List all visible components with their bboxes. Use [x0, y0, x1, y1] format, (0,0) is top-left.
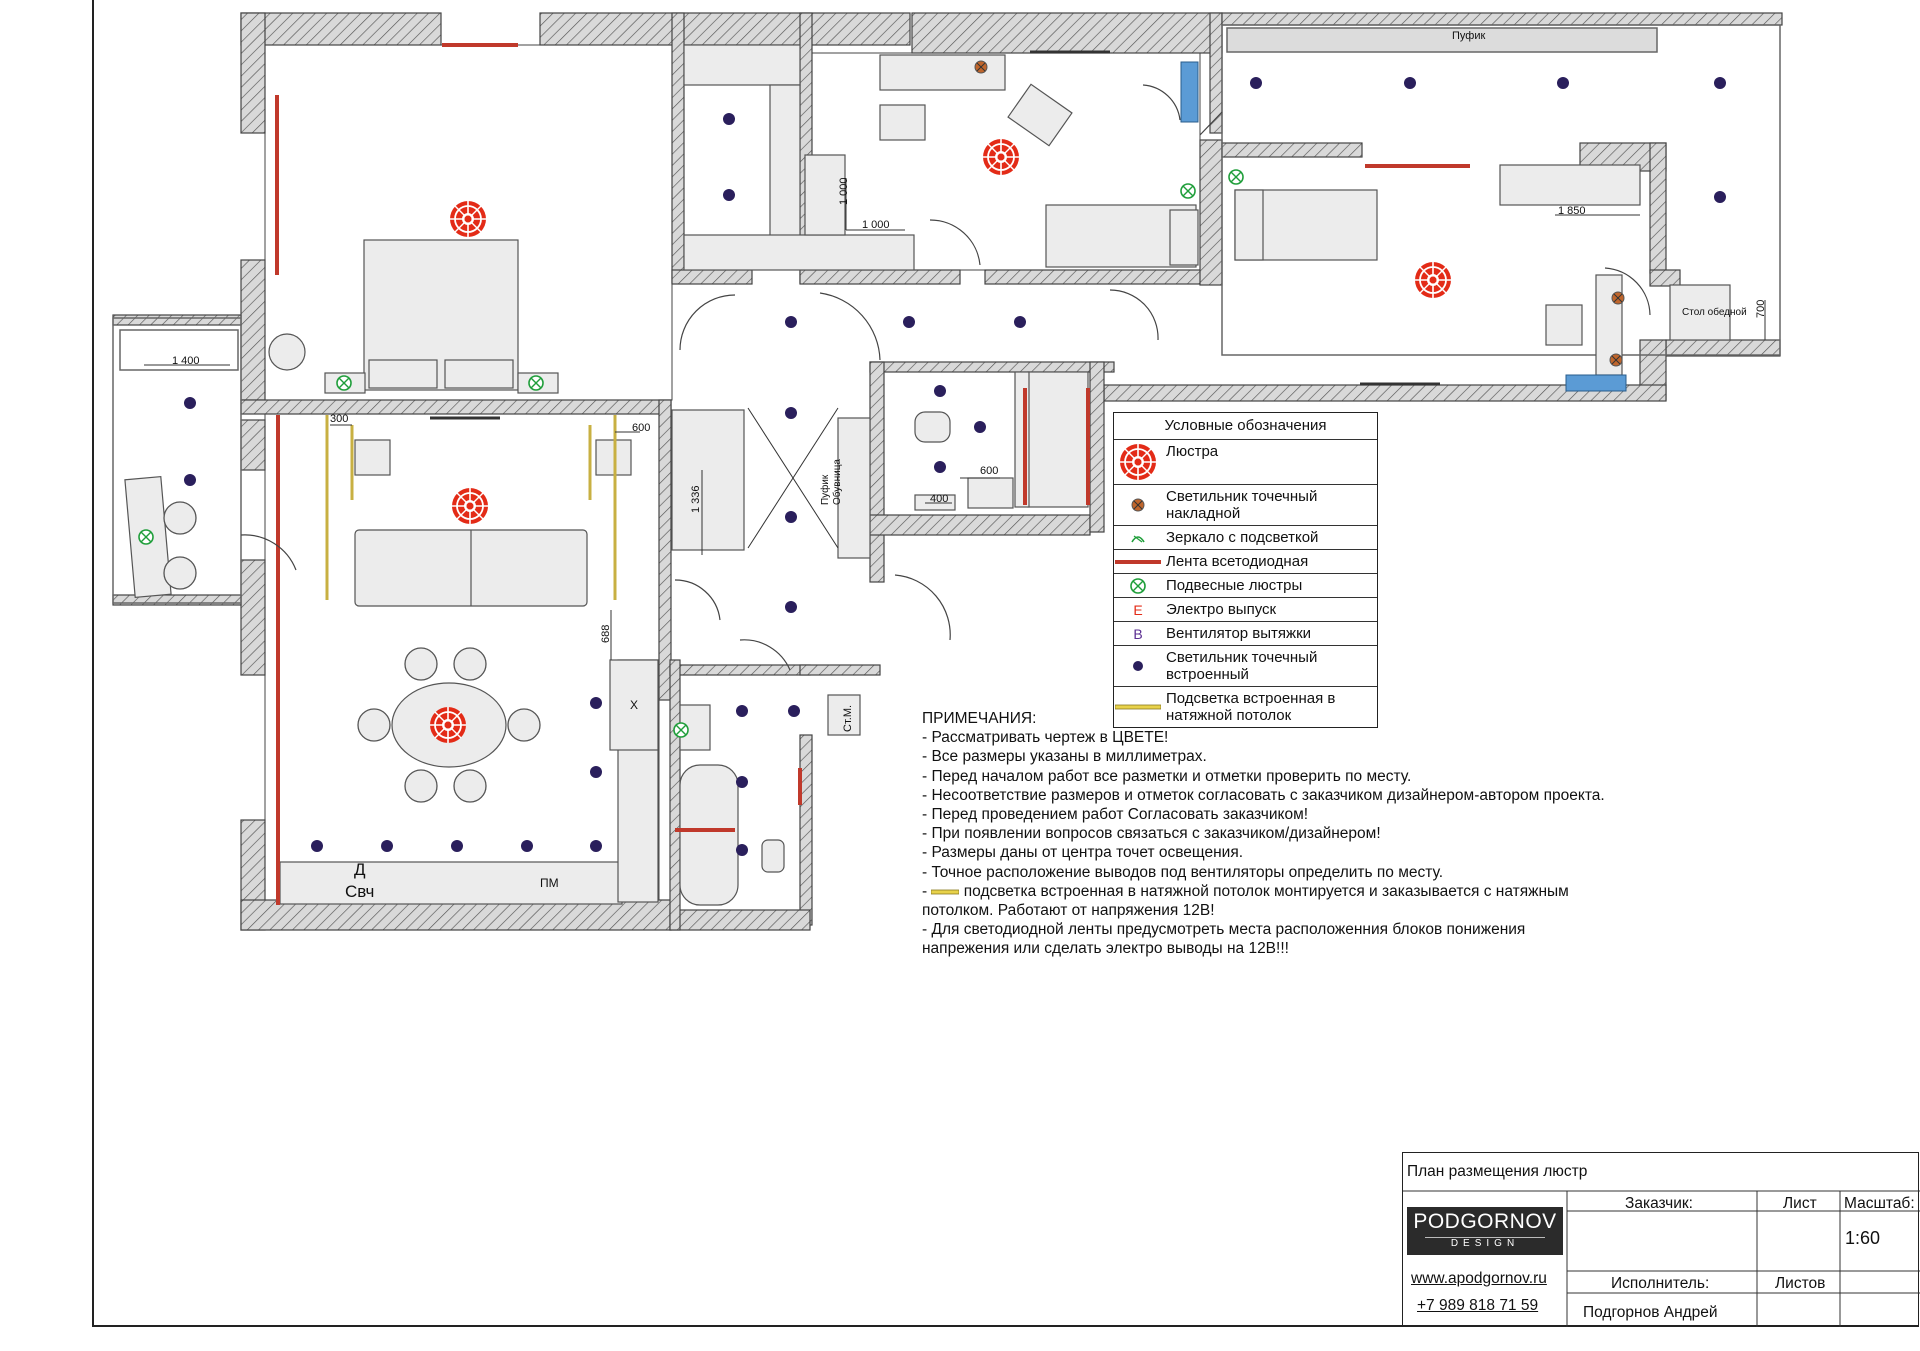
legend-title: Условные обозначения — [1114, 413, 1377, 440]
note-line: - Перед проведением работ Согласовать за… — [922, 806, 1309, 824]
phone-link[interactable]: +7 989 818 71 59 — [1417, 1297, 1539, 1314]
legend-row: Е Электро выпуск — [1114, 598, 1377, 622]
legend-label: Вентилятор вытяжки — [1166, 625, 1312, 642]
legend-row: Светильник точечный накладной — [1114, 485, 1377, 526]
notes: ПРИМЕЧАНИЯ: - Рассматривать чертеж в ЦВЕ… — [922, 709, 1632, 959]
legend-label: Зеркало с подсветкой — [1166, 529, 1319, 546]
legend-label: Электро выпуск — [1166, 601, 1277, 618]
note-line: - Все размеры указаны в миллиметрах. — [922, 748, 1207, 766]
label-pufik-top: Пуфик — [1452, 30, 1486, 42]
notes-title: ПРИМЕЧАНИЯ: — [922, 710, 1037, 727]
ceiling-backlight — [325, 415, 617, 600]
note-line-backlight: - подсветка встроенная в натяжной потоло… — [922, 882, 1569, 900]
ceiling-backlight-icon — [931, 889, 960, 895]
legend-label: Подвесные люстры — [1166, 577, 1303, 594]
label-pm: ПМ — [540, 876, 559, 890]
title-block-grid — [1403, 1190, 1920, 1327]
dim-4: 300 — [330, 413, 349, 425]
surface-spotlight-icon — [1114, 485, 1162, 525]
legend-label: Лента всетодиодная — [1166, 553, 1309, 570]
label-pufik-obuvnica: Пуфик Обувница — [820, 459, 843, 505]
note-line: - Для светодиодной ленты предусмотреть м… — [922, 921, 1526, 939]
chandelier-icon — [1114, 440, 1162, 484]
dim-9: 400 — [930, 493, 949, 505]
note-line: напрежения или сделать электро выводы на… — [922, 940, 1289, 958]
legend-label: Светильник точечный накладной — [1166, 488, 1318, 522]
lit-mirror-icon — [1114, 526, 1162, 549]
executor-label: Исполнитель: — [1611, 1275, 1710, 1292]
company-logo: PODGORNOV DESIGN — [1407, 1207, 1563, 1255]
dim-8: 600 — [980, 465, 999, 477]
plan-title: План размещения люстр — [1407, 1163, 1588, 1180]
legend-row: Светильник точечный встроенный — [1114, 646, 1377, 687]
dim-5: 600 — [632, 422, 651, 434]
label-d: Д — [354, 860, 366, 879]
website-link[interactable]: www.apodgornov.ru — [1411, 1270, 1547, 1287]
note-line: - Рассматривать чертеж в ЦВЕТЕ! — [922, 729, 1169, 747]
recessed-spotlights — [184, 77, 1726, 856]
customer-label: Заказчик: — [1625, 1195, 1693, 1212]
label-x: Х — [630, 698, 639, 712]
ceiling-backlight-icon — [1114, 687, 1162, 727]
recessed-spotlight-icon — [1114, 646, 1162, 686]
sheets-label: Листов — [1775, 1275, 1826, 1292]
legend-row: Люстра — [1114, 440, 1377, 485]
dim-11: 700 — [1755, 299, 1767, 318]
label-svch: Свч — [345, 882, 375, 901]
dim-3: 1 400 — [172, 355, 200, 367]
electric-letter: Е — [1133, 601, 1143, 618]
dim-1: 1 000 — [838, 177, 850, 205]
title-block: План размещения люстр Заказчик: Лист Мас… — [1402, 1152, 1920, 1327]
scale-value: 1:60 — [1845, 1228, 1881, 1248]
note-line: - Точное расположение выводов под вентил… — [922, 863, 1444, 881]
note-line: - Размеры даны от центра точет освещения… — [922, 844, 1244, 862]
note-line: подсветка встроенная в натяжной потолок … — [963, 882, 1569, 900]
logo-main: PODGORNOV — [1413, 1210, 1557, 1233]
legend: Условные обозначения Люстра Светильник т… — [1113, 412, 1378, 728]
legend-row: Подсветка встроенная в натяжной потолок — [1114, 687, 1377, 727]
fan-letter: В — [1133, 625, 1143, 642]
furniture — [124, 44, 1731, 906]
led-strips — [275, 43, 1470, 905]
legend-label: Люстра — [1166, 443, 1219, 460]
led-strip-icon — [1114, 550, 1162, 573]
legend-row: Подвесные люстры — [1114, 574, 1377, 598]
electric-outlet-icon: Е — [1114, 598, 1162, 621]
exhaust-fan-icon: В — [1114, 622, 1162, 645]
legend-row: В Вентилятор вытяжки — [1114, 622, 1377, 646]
dim-10: 1 850 — [1558, 205, 1586, 217]
pendant-lamp-icon — [1114, 574, 1162, 597]
scale-label: Масштаб: — [1844, 1195, 1915, 1212]
dim-6: 1 336 — [690, 485, 702, 513]
drawing-frame — [92, 0, 1919, 1327]
executor-name: Подгорнов Андрей — [1583, 1304, 1718, 1321]
note-line: - Перед началом работ все разметки и отм… — [922, 767, 1412, 785]
logo-sub: DESIGN — [1425, 1237, 1545, 1250]
legend-label: Светильник точечный встроенный — [1166, 649, 1318, 683]
legend-label: Подсветка встроенная в натяжной потолок — [1166, 690, 1336, 724]
legend-row: Зеркало с подсветкой — [1114, 526, 1377, 550]
label-st-m: Ст.М. — [842, 704, 854, 732]
legend-row: Лента всетодиодная — [1114, 550, 1377, 574]
dim-7: 688 — [600, 624, 612, 643]
sheet-label: Лист — [1783, 1195, 1817, 1212]
label-stol: Стол обедной — [1682, 307, 1747, 318]
dim-2: 1 000 — [862, 219, 890, 231]
note-line: - При появлении вопросов связаться с зак… — [922, 825, 1381, 843]
note-line: потолком. Работают от напряжения 12В! — [922, 902, 1215, 920]
note-line: - Несоответствие размеров и отметок согл… — [922, 786, 1605, 804]
